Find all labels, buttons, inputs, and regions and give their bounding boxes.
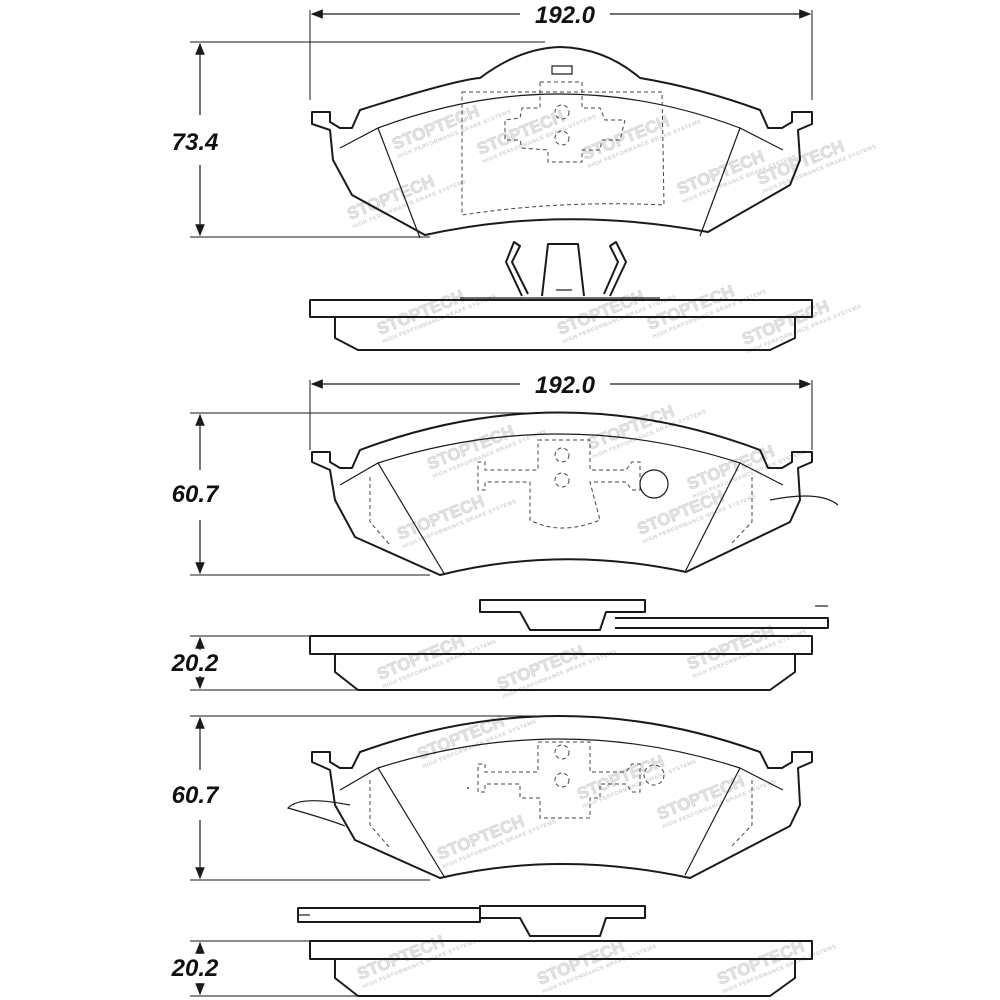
pad3-backing-plate-outline (311, 715, 813, 879)
pad1-spring-clip (505, 241, 627, 297)
pad2-face-view: 192.0 60.7 (172, 372, 839, 576)
pad3-height-label: 60.7 (172, 782, 220, 809)
pad2-side-view: 20.2 (171, 599, 829, 691)
pad1-side-view (309, 241, 813, 351)
pad3-spring-clip (479, 905, 646, 937)
watermark-logo: STOPTECH HIGH PERFORMANCE BRAKE SYSTEMS (414, 711, 537, 770)
pad2-spring-clip (479, 599, 646, 631)
pad1-backing-plate-side (309, 299, 813, 318)
watermark-logo: STOPTECH HIGH PERFORMANCE BRAKE SYSTEMS (434, 811, 557, 870)
pad3-face-view: 60.7 (172, 715, 813, 881)
watermark-logo: STOPTECH HIGH PERFORMANCE BRAKE SYSTEMS (684, 621, 807, 680)
pad3-side-view: 20.2 (171, 905, 813, 997)
watermark-logo: STOPTECH HIGH PERFORMANCE BRAKE SYSTEMS (684, 441, 807, 500)
pad1-backing-plate-outline (311, 46, 813, 236)
pad2-clip-outline (477, 439, 641, 529)
pad1-height-label: 73.4 (172, 129, 219, 156)
watermark-logo: STOPTECH HIGH PERFORMANCE BRAKE SYSTEMS (354, 931, 477, 990)
pad1-face-view: 192.0 73.4 (172, 2, 813, 239)
pad1-width-label: 192.0 (535, 2, 596, 29)
pad2-width-label: 192.0 (535, 372, 596, 399)
watermark-logo: STOPTECH HIGH PERFORMANCE BRAKE SYSTEMS (374, 631, 497, 690)
pad2-backing-plate-outline (311, 411, 813, 576)
pad2-thickness-label: 20.2 (171, 650, 219, 677)
watermark-logo: STOPTECH HIGH PERFORMANCE BRAKE SYSTEMS (374, 286, 497, 345)
watermark-logo: STOPTECH HIGH PERFORMANCE BRAKE SYSTEMS (344, 171, 467, 230)
watermark-logo: STOPTECH HIGH PERFORMANCE BRAKE SYSTEMS (579, 111, 702, 170)
pad3-clip-outline (477, 741, 641, 819)
watermark-logo: STOPTECH HIGH PERFORMANCE BRAKE SYSTEMS (754, 136, 877, 195)
pad2-backing-plate-side (309, 635, 813, 655)
watermark-logo: STOPTECH HIGH PERFORMANCE BRAKE SYSTEMS (474, 106, 597, 165)
pad3-thickness-label: 20.2 (171, 955, 219, 982)
watermark-logo: STOPTECH HIGH PERFORMANCE BRAKE SYSTEMS (584, 401, 707, 460)
pad1-clip-outline (504, 81, 626, 163)
pad3-backing-plate-side (309, 940, 813, 960)
watermark-group: STOPTECH HIGH PERFORMANCE BRAKE SYSTEMS … (344, 101, 877, 995)
pad2-height-label: 60.7 (172, 481, 220, 508)
watermark-logo: STOPTECH HIGH PERFORMANCE BRAKE SYSTEMS (714, 936, 837, 995)
watermark-logo: STOPTECH HIGH PERFORMANCE BRAKE SYSTEMS (394, 491, 517, 550)
